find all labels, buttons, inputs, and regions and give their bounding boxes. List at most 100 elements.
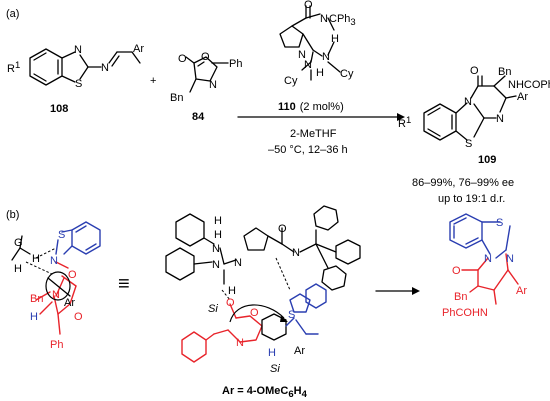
atom-n: N xyxy=(320,13,328,25)
stereo-circle xyxy=(45,271,71,301)
bn-group: Bn xyxy=(30,293,43,305)
ar-definition: Ar = 4-OMeC6H4 xyxy=(222,385,308,400)
atom-n: N xyxy=(236,337,244,349)
atom-n: N xyxy=(209,79,217,91)
atom-o: O xyxy=(470,65,479,77)
atom-h: H xyxy=(228,285,236,297)
atom-o: O xyxy=(250,307,259,319)
panel-a-label: (a) xyxy=(6,8,19,20)
catalyst-loading: 110(2 mol%) xyxy=(278,101,344,113)
bn-group: Bn xyxy=(498,66,511,78)
catalyst-110: O N CPh3 H N Cy N N H Cy xyxy=(279,0,356,87)
nhcoph-group: NHCOPh xyxy=(508,79,550,91)
plus-sign: + xyxy=(150,75,156,87)
atom-n: N xyxy=(506,253,514,265)
atom-n: N xyxy=(496,113,504,125)
atom-n: N xyxy=(484,253,492,265)
reactant-108: N S N Ar R1 108 xyxy=(7,43,144,115)
compound-number-84: 84 xyxy=(192,111,205,123)
thiazole-ring-blue xyxy=(289,293,311,313)
atom-h: H xyxy=(268,347,276,359)
ph-group: Ph xyxy=(229,58,242,70)
benzo-ring-blue xyxy=(449,213,483,249)
benzene-ring xyxy=(29,48,63,86)
cph3-group: CPh3 xyxy=(329,13,356,28)
pyrrolidine-ring xyxy=(243,227,269,251)
atom-o: O xyxy=(68,269,77,281)
phenyl-ring xyxy=(335,239,361,265)
atom-n: N xyxy=(234,257,242,269)
ar-group: Ar xyxy=(133,43,144,55)
atom-n: N xyxy=(298,49,306,61)
reactant-84: O O N Ph Bn 84 xyxy=(170,51,242,123)
compound-number-109: 109 xyxy=(478,154,496,166)
phenyl-ring xyxy=(321,265,347,291)
atom-h-blue: H xyxy=(30,311,38,323)
ph-group: Ph xyxy=(50,339,63,351)
r1-group: R1 xyxy=(398,115,411,130)
atom-o: O xyxy=(201,51,210,63)
atom-n: N xyxy=(292,247,300,259)
r1-group: R1 xyxy=(7,60,20,75)
atom-s: S xyxy=(288,309,295,321)
atom-h: H xyxy=(14,263,22,275)
bn-group: Bn xyxy=(170,92,183,104)
atom-h: H xyxy=(214,229,222,241)
aryl-ring xyxy=(261,313,287,341)
benzo-ring-blue xyxy=(305,283,327,309)
ar-group: Ar xyxy=(516,285,527,297)
atom-n: N xyxy=(74,44,82,56)
atom-o: O xyxy=(226,297,235,309)
si-face-label: Si xyxy=(270,363,280,375)
atom-g: G xyxy=(14,237,23,249)
atom-o: O xyxy=(304,0,313,11)
yield-ee: 86–99%, 76–99% ee xyxy=(412,177,514,189)
cy-group: Cy xyxy=(284,75,298,87)
atom-s: S xyxy=(58,229,65,241)
benzene-ring xyxy=(423,103,457,141)
atom-o: O xyxy=(74,311,83,323)
cyclohexyl-ring xyxy=(175,213,205,247)
ar-group: Ar xyxy=(294,345,305,357)
equivalence-sign: ≡ xyxy=(118,273,130,295)
ar-group: Ar xyxy=(517,91,528,103)
left-model: G H H S N O Bn N H Ar O Ph xyxy=(11,221,101,351)
cyclohexyl-ring xyxy=(165,247,195,281)
atom-s: S xyxy=(465,138,472,150)
atom-o: O xyxy=(178,53,187,65)
atom-n: N xyxy=(304,59,312,71)
atom-n: N xyxy=(50,255,58,267)
atom-h: H xyxy=(331,33,339,45)
diastereomeric-ratio: up to 19:1 d.r. xyxy=(438,193,505,205)
atom-n: N xyxy=(52,289,60,301)
atom-s: S xyxy=(75,78,82,90)
atom-n: N xyxy=(464,96,472,108)
atom-n: N xyxy=(212,243,220,255)
oxazolone-ring xyxy=(193,56,218,82)
solvent: 2-MeTHF xyxy=(290,128,337,140)
benzyl-phenyl xyxy=(181,331,207,363)
pyrrolidine-ring xyxy=(279,25,304,48)
atom-o: O xyxy=(278,223,287,235)
atom-o: O xyxy=(452,265,461,277)
atom-n: N xyxy=(212,259,220,271)
ar-group: Ar xyxy=(64,297,75,309)
atom-n: N xyxy=(322,51,330,63)
cy-group: Cy xyxy=(340,68,354,80)
phcohn-group: PhCOHN xyxy=(442,307,488,319)
atom-h: H xyxy=(316,67,324,79)
transition-state: H N N N N H O O O N Si Si S H Ar H Ar = … xyxy=(165,205,361,400)
atom-n: N xyxy=(101,62,109,74)
atom-h: H xyxy=(214,215,222,227)
si-face-label: Si xyxy=(208,303,218,315)
compound-number-108: 108 xyxy=(50,103,68,115)
product-109: O N S N Bn NHCOPh Ar R1 109 xyxy=(398,65,550,166)
atom-h: H xyxy=(32,253,40,265)
bn-group: Bn xyxy=(454,291,467,303)
temperature-time: –50 °C, 12–36 h xyxy=(268,144,348,156)
attack-arrow xyxy=(229,304,285,323)
panel-b-label: (b) xyxy=(6,209,19,221)
panel-b-product: S N N O Bn Ar PhCOHN xyxy=(442,213,527,319)
phenyl-ring xyxy=(313,205,339,231)
